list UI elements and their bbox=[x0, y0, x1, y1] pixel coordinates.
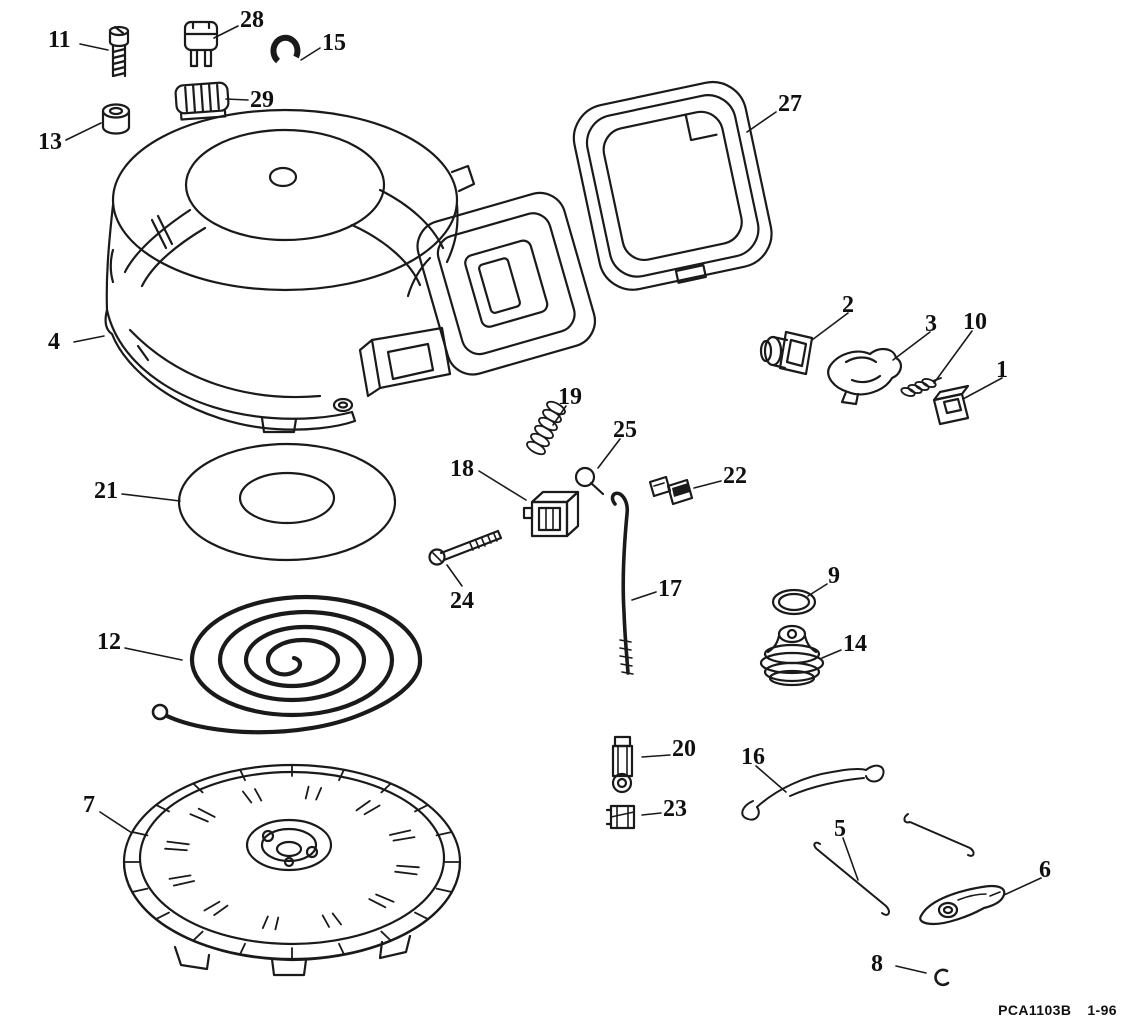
pin-part-25 bbox=[574, 466, 605, 496]
bushing-part-13 bbox=[101, 103, 131, 135]
callout-8: 8 bbox=[871, 951, 883, 977]
callout-19: 19 bbox=[558, 384, 582, 410]
pawl-housing-part-18 bbox=[522, 490, 580, 538]
recoil-spring-part bbox=[151, 594, 423, 735]
callout-12: 12 bbox=[97, 629, 121, 655]
clamp-part-23 bbox=[605, 804, 636, 830]
retaining-ring-part-15 bbox=[270, 34, 301, 64]
callout-27: 27 bbox=[778, 91, 802, 117]
ribbed-cap-part-29 bbox=[174, 81, 230, 121]
seal-ring-part bbox=[572, 80, 773, 291]
callout-4: 4 bbox=[48, 329, 60, 355]
catalog-code: PCA1103B bbox=[998, 1002, 1072, 1018]
callout-20: 20 bbox=[672, 736, 696, 762]
callout-13: 13 bbox=[38, 129, 62, 155]
callout-15: 15 bbox=[322, 30, 346, 56]
callout-14: 14 bbox=[843, 631, 867, 657]
screw-part-11 bbox=[108, 25, 130, 78]
spring-wires-part-5 bbox=[813, 813, 975, 916]
standoff-part-20 bbox=[611, 735, 634, 794]
friction-washer-part bbox=[177, 442, 397, 562]
callout-18: 18 bbox=[450, 456, 474, 482]
bolt-part-24 bbox=[428, 529, 503, 566]
callout-16: 16 bbox=[741, 744, 765, 770]
fuse-clip-part-28 bbox=[183, 20, 219, 68]
callout-11: 11 bbox=[48, 27, 71, 53]
callout-21: 21 bbox=[94, 478, 118, 504]
grommet-part-14 bbox=[759, 624, 825, 687]
lockout-lever-part-3 bbox=[827, 348, 902, 406]
pulley-part bbox=[122, 763, 462, 977]
clip-part-22 bbox=[648, 475, 694, 506]
callout-17: 17 bbox=[658, 576, 682, 602]
callout-25: 25 bbox=[613, 417, 637, 443]
footer-code: PCA1103B 1-96 bbox=[998, 1002, 1117, 1018]
starter-housing-part bbox=[104, 108, 597, 434]
link-rod-part-17 bbox=[610, 491, 634, 675]
callout-5: 5 bbox=[834, 816, 846, 842]
block-part-1 bbox=[932, 384, 970, 426]
callout-29: 29 bbox=[250, 87, 274, 113]
callout-24: 24 bbox=[450, 588, 474, 614]
callout-10: 10 bbox=[963, 309, 987, 335]
callout-2: 2 bbox=[842, 292, 854, 318]
callout-6: 6 bbox=[1039, 857, 1051, 883]
callout-9: 9 bbox=[828, 563, 840, 589]
callout-3: 3 bbox=[925, 311, 937, 337]
c-clip-part-8 bbox=[934, 968, 950, 987]
callout-23: 23 bbox=[663, 796, 687, 822]
callout-7: 7 bbox=[83, 792, 95, 818]
spring-pin-part-10 bbox=[900, 377, 942, 397]
lockout-link-wire-part-16 bbox=[741, 764, 885, 821]
bracket-part-2 bbox=[759, 330, 814, 376]
callout-1: 1 bbox=[996, 357, 1008, 383]
o-ring-part-9 bbox=[771, 588, 817, 616]
revision-date: 1-96 bbox=[1087, 1002, 1117, 1018]
callout-22: 22 bbox=[723, 463, 747, 489]
callout-28: 28 bbox=[240, 7, 264, 33]
coil-spring-part-19 bbox=[526, 400, 566, 456]
leader-lines bbox=[65, 25, 1042, 974]
latch-plate-part-6 bbox=[919, 884, 1006, 926]
